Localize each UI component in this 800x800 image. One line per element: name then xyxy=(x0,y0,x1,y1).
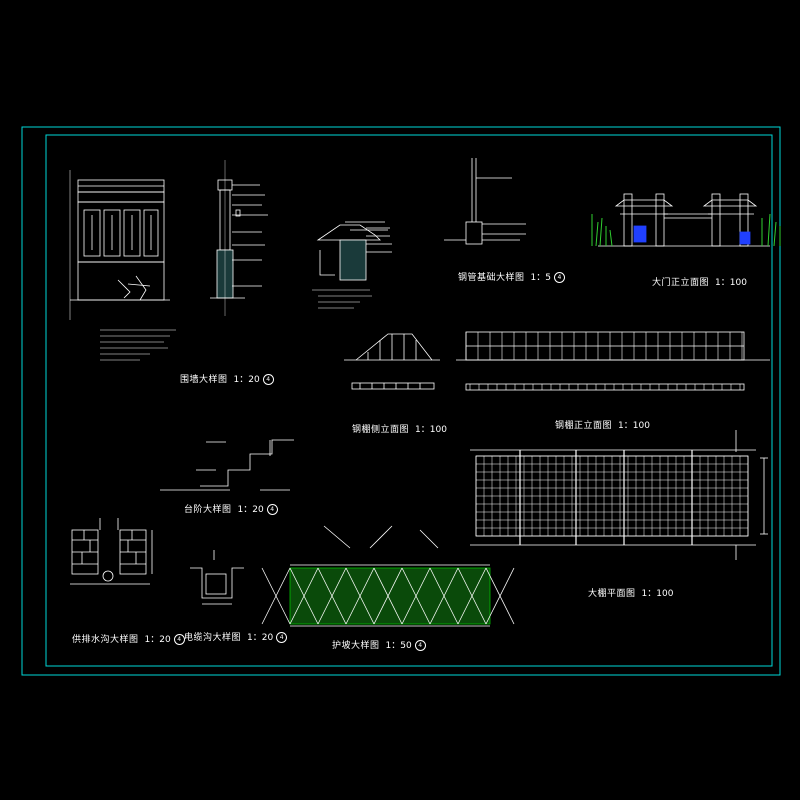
drawing-line xyxy=(345,567,375,625)
section-mark-icon: 4 xyxy=(262,374,274,385)
label-text: 围墙大样图 xyxy=(180,375,228,385)
label-scale: 1：20 xyxy=(237,505,264,515)
wall-elevation-drawing xyxy=(69,170,170,320)
slope-protection-drawing xyxy=(261,525,515,627)
label-scale: 1：100 xyxy=(715,278,747,288)
step-detail-drawing xyxy=(160,439,294,491)
drawing-line xyxy=(485,567,515,625)
label-shed-plan: 大棚平面图 1：100 xyxy=(588,586,673,599)
label-text: 大门正立面图 xyxy=(652,278,710,288)
label-scale: 1：20 xyxy=(144,635,171,645)
drawing-line xyxy=(289,567,319,625)
cable-trench-detail-drawing xyxy=(190,550,244,605)
steel-pipe-foundation-drawing xyxy=(444,158,526,245)
label-text: 钢棚正立面图 xyxy=(555,421,613,431)
drawing-line xyxy=(261,567,291,625)
coping-detail-drawing xyxy=(316,221,392,281)
label-text: 护坡大样图 xyxy=(332,641,380,651)
drawing-line xyxy=(373,567,403,625)
label-text: 供排水沟大样图 xyxy=(72,635,139,645)
section-mark-icon: 4 xyxy=(414,640,426,651)
label-scale: 1：20 xyxy=(247,633,274,643)
section-mark-icon: 4 xyxy=(266,504,278,515)
shed-plan-drawing xyxy=(470,430,768,560)
label-scale: 1：100 xyxy=(641,589,674,599)
shed-side-elevation-drawing xyxy=(344,333,440,390)
label-scale: 1：100 xyxy=(415,425,447,435)
label-scale: 1：100 xyxy=(618,421,650,431)
section-mark-icon: 4 xyxy=(173,634,185,645)
label-gate-front-elevation: 大门正立面图 1：100 xyxy=(652,275,747,288)
label-scale: 1：5 xyxy=(530,273,551,283)
section-mark-icon: 4 xyxy=(276,632,288,643)
drawing-line xyxy=(401,567,431,625)
drawing-line xyxy=(429,567,459,625)
label-text: 台阶大样图 xyxy=(184,505,232,515)
label-text: 电缆沟大样图 xyxy=(184,633,242,643)
label-shed-side-elevation: 钢棚侧立面图 1：100 xyxy=(352,422,447,435)
label-text: 大棚平面图 xyxy=(588,589,636,599)
drain-detail-drawing xyxy=(70,518,153,585)
inner-frame xyxy=(45,134,773,667)
label-scale: 1：20 xyxy=(233,375,260,385)
shed-front-elevation-drawing xyxy=(456,331,770,391)
label-shed-front-elevation: 钢棚正立面图 1：100 xyxy=(555,418,650,431)
drawing-line xyxy=(457,567,487,625)
section-mark-icon: 4 xyxy=(553,272,565,283)
outer-frame xyxy=(21,126,781,676)
label-scale: 1：50 xyxy=(385,641,412,651)
drawing-line xyxy=(317,567,347,625)
label-text: 钢管基础大样图 xyxy=(458,273,525,283)
gate-elevation-drawing xyxy=(598,193,770,247)
label-text: 钢棚侧立面图 xyxy=(352,425,410,435)
gate-trees xyxy=(591,213,781,247)
wall-section-drawing xyxy=(210,160,268,316)
